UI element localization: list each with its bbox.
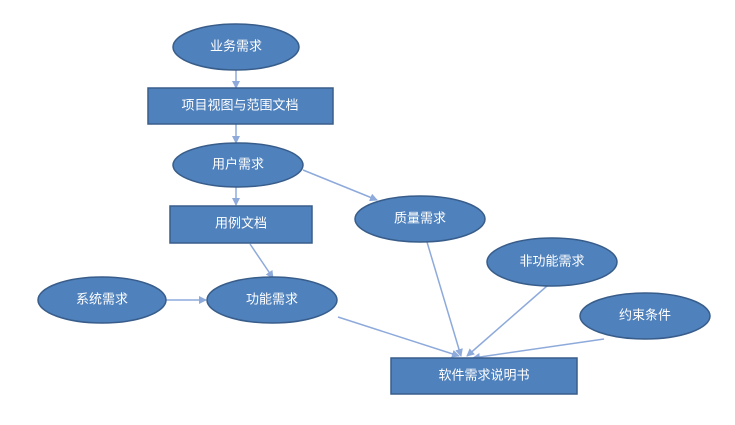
node-system-requirement-label: 系统需求	[76, 293, 128, 308]
arrow-functional-to-srs	[337, 316, 460, 358]
node-constraints: 约束条件	[579, 292, 711, 340]
node-functional-requirement-label: 功能需求	[246, 293, 298, 308]
node-functional-requirement: 功能需求	[206, 276, 338, 324]
arrow-nonfunctional-to-srs	[466, 285, 548, 357]
node-quality-requirement-label: 质量需求	[394, 212, 446, 227]
node-non-functional-requirement: 非功能需求	[486, 237, 618, 287]
node-system-requirement: 系统需求	[37, 276, 167, 324]
node-user-requirement: 用户需求	[172, 142, 304, 188]
node-project-vision-document-label: 项目视图与范围文档	[181, 99, 298, 114]
node-use-case-document-label: 用例文档	[215, 217, 267, 232]
arrow-quality-to-srs	[426, 241, 463, 357]
node-use-case-document: 用例文档	[169, 205, 313, 244]
node-user-requirement-label: 用户需求	[212, 157, 264, 173]
node-business-requirement: 业务需求	[172, 23, 300, 71]
node-project-vision-document: 项目视图与范围文档	[147, 87, 334, 125]
arrow-constraints-to-srs	[472, 338, 605, 361]
arrow-user-to-quality	[302, 169, 378, 202]
node-software-requirements-specification: 软件需求说明书	[390, 357, 578, 395]
node-business-requirement-label: 业务需求	[210, 39, 262, 55]
node-non-functional-requirement-label: 非功能需求	[519, 255, 584, 270]
connectors	[165, 70, 605, 361]
node-quality-requirement: 质量需求	[354, 195, 486, 243]
node-software-requirements-specification-label: 软件需求说明书	[438, 369, 529, 384]
arrow-usecase-to-functional	[249, 243, 274, 279]
node-constraints-label: 约束条件	[619, 308, 671, 324]
